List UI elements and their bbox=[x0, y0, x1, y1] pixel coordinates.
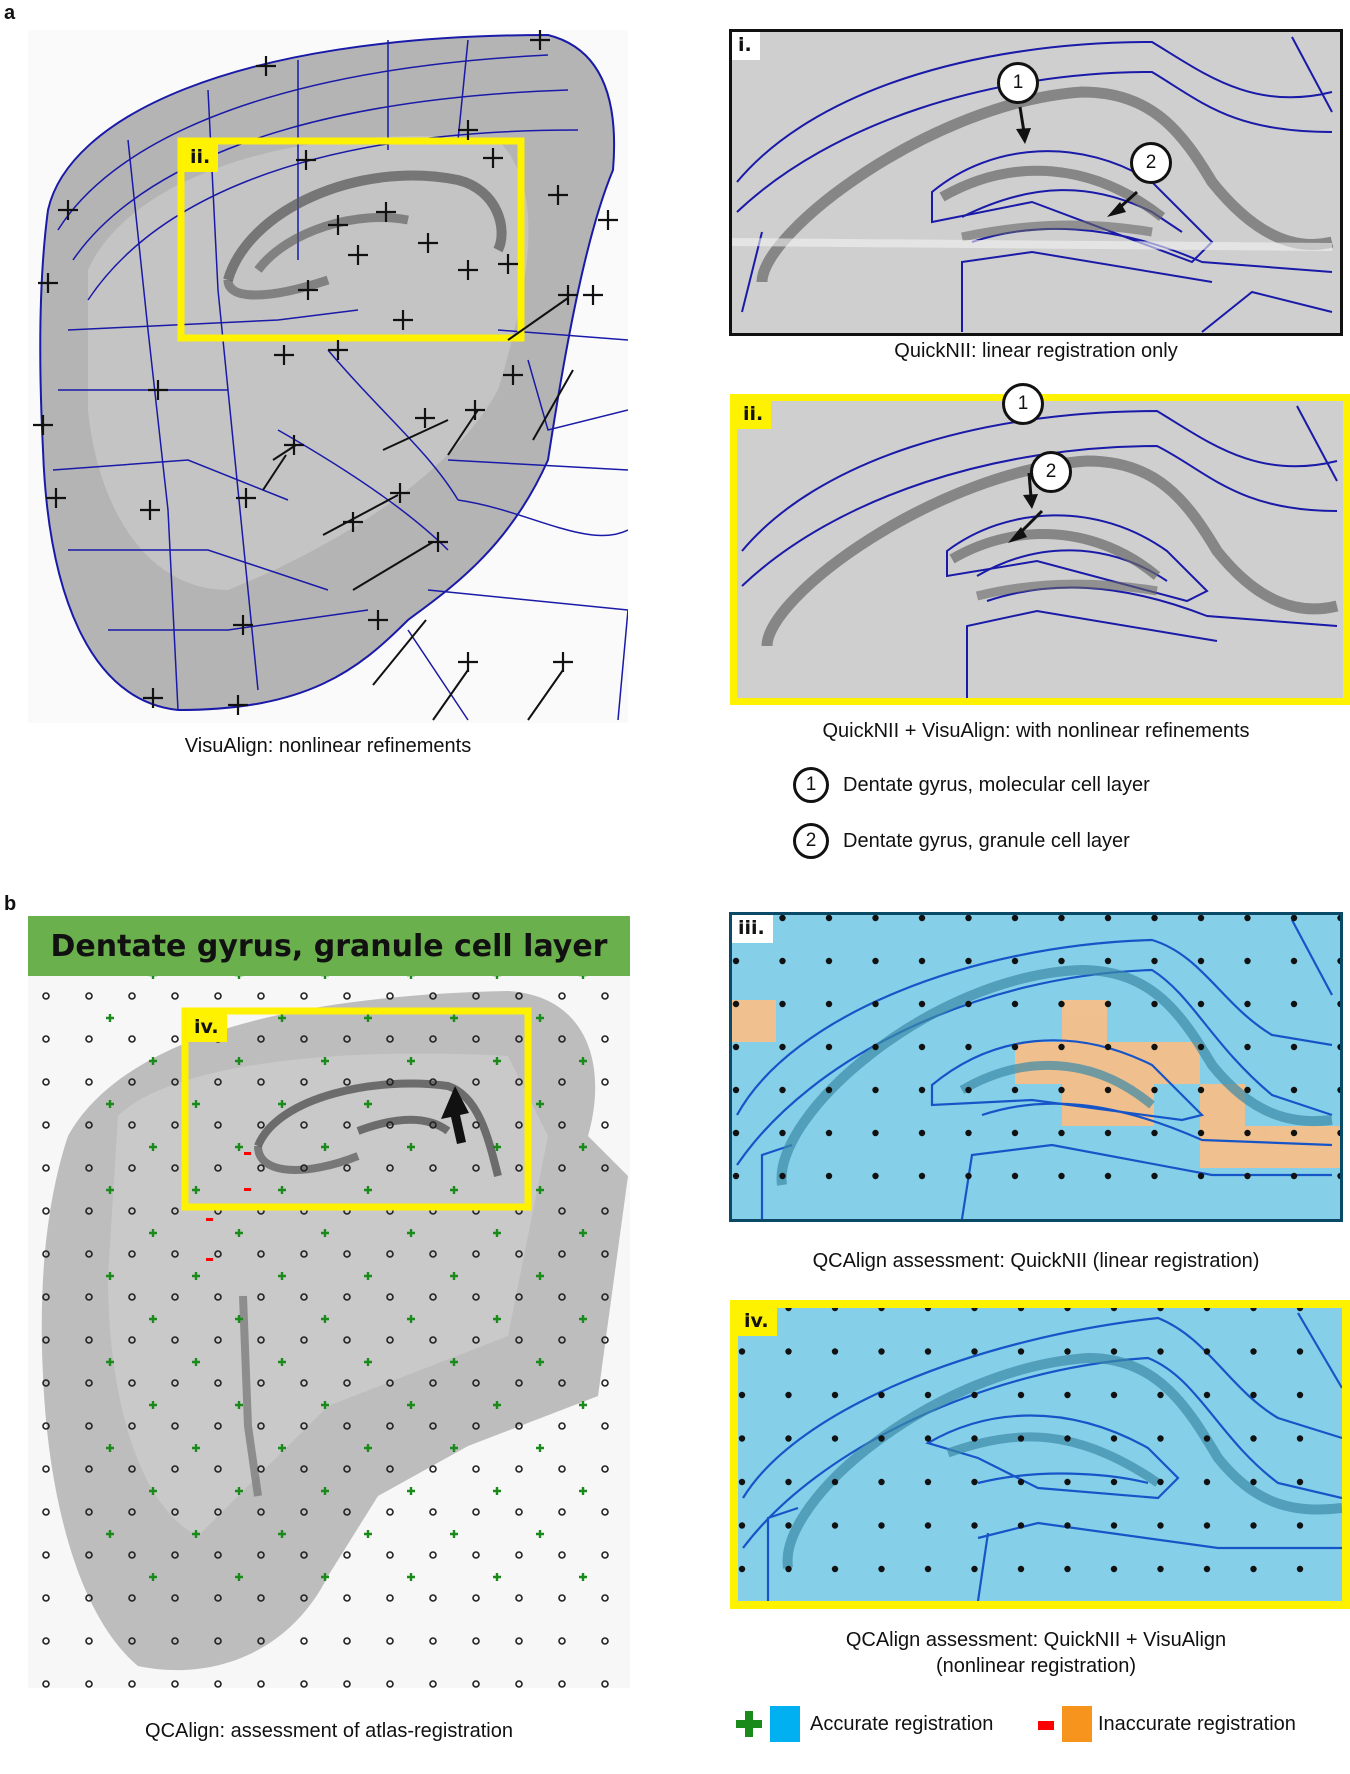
minus-icon bbox=[1038, 1721, 1054, 1730]
marker-1: 1 bbox=[1002, 383, 1044, 425]
inset-ii-visualign-image: ii. 1 2 bbox=[730, 383, 1350, 705]
visualign-caption: VisuAlign: nonlinear refinements bbox=[184, 735, 472, 757]
inaccurate-swatch bbox=[1062, 1706, 1092, 1742]
inset-iv-caption: QCAlign assessment: QuickNII + VisuAlign… bbox=[729, 1627, 1343, 1679]
legend-item-molecular-layer: 1 Dentate gyrus, molecular cell layer bbox=[793, 767, 1150, 803]
legend-label-1: Dentate gyrus, molecular cell layer bbox=[843, 773, 1150, 796]
region-banner: Dentate gyrus, granule cell layer bbox=[28, 916, 630, 976]
marker-2: 2 bbox=[1130, 142, 1172, 184]
qcalign-caption: QCAlign: assessment of atlas-registratio… bbox=[145, 1720, 513, 1742]
inset-ii-caption: QuickNII + VisuAlign: with nonlinear ref… bbox=[822, 720, 1250, 742]
panel-letter-b: b bbox=[4, 893, 17, 915]
inset-label-iv-main: iv. bbox=[188, 1014, 227, 1042]
inset-i-quicknii-image: i. 1 2 bbox=[729, 29, 1343, 336]
legend-item-granule-layer: 2 Dentate gyrus, granule cell layer bbox=[793, 823, 1130, 859]
legend-label-2: Dentate gyrus, granule cell layer bbox=[843, 829, 1130, 852]
legend-inaccurate: Inaccurate registration bbox=[1036, 1706, 1296, 1742]
inset-iii-caption: QCAlign assessment: QuickNII (linear reg… bbox=[812, 1250, 1260, 1272]
plus-icon bbox=[736, 1711, 762, 1737]
inset-iv-caption-line1: QCAlign assessment: QuickNII + VisuAlign bbox=[845, 1629, 1227, 1651]
legend-accurate: Accurate registration bbox=[736, 1706, 993, 1742]
inset-label-iii: iii. bbox=[732, 915, 773, 943]
inset-label-ii-main: ii. bbox=[184, 144, 219, 172]
accurate-swatch bbox=[770, 1706, 800, 1742]
inset-iii-quicknii-assessment: iii. bbox=[729, 912, 1343, 1222]
inset-label-i: i. bbox=[732, 32, 760, 60]
legend-marker-1: 1 bbox=[793, 767, 829, 803]
legend-accurate-label: Accurate registration bbox=[810, 1712, 994, 1735]
region-banner-title: Dentate gyrus, granule cell layer bbox=[50, 928, 608, 964]
inset-i-caption: QuickNII: linear registration only bbox=[894, 340, 1178, 362]
visualign-section-image: ii. bbox=[28, 30, 628, 723]
marker-2: 2 bbox=[1030, 451, 1072, 493]
legend-inaccurate-label: Inaccurate registration bbox=[1098, 1712, 1296, 1735]
inset-label-ii: ii. bbox=[737, 401, 772, 429]
marker-1: 1 bbox=[997, 62, 1039, 104]
inset-label-iv: iv. bbox=[738, 1308, 777, 1336]
inset-iv-caption-line2: (nonlinear registration) bbox=[935, 1655, 1137, 1677]
legend-marker-2: 2 bbox=[793, 823, 829, 859]
inset-iv-visualign-assessment: iv. bbox=[730, 1300, 1350, 1609]
qcalign-section-image: iv. bbox=[28, 976, 630, 1688]
panel-letter-a: a bbox=[4, 2, 16, 24]
